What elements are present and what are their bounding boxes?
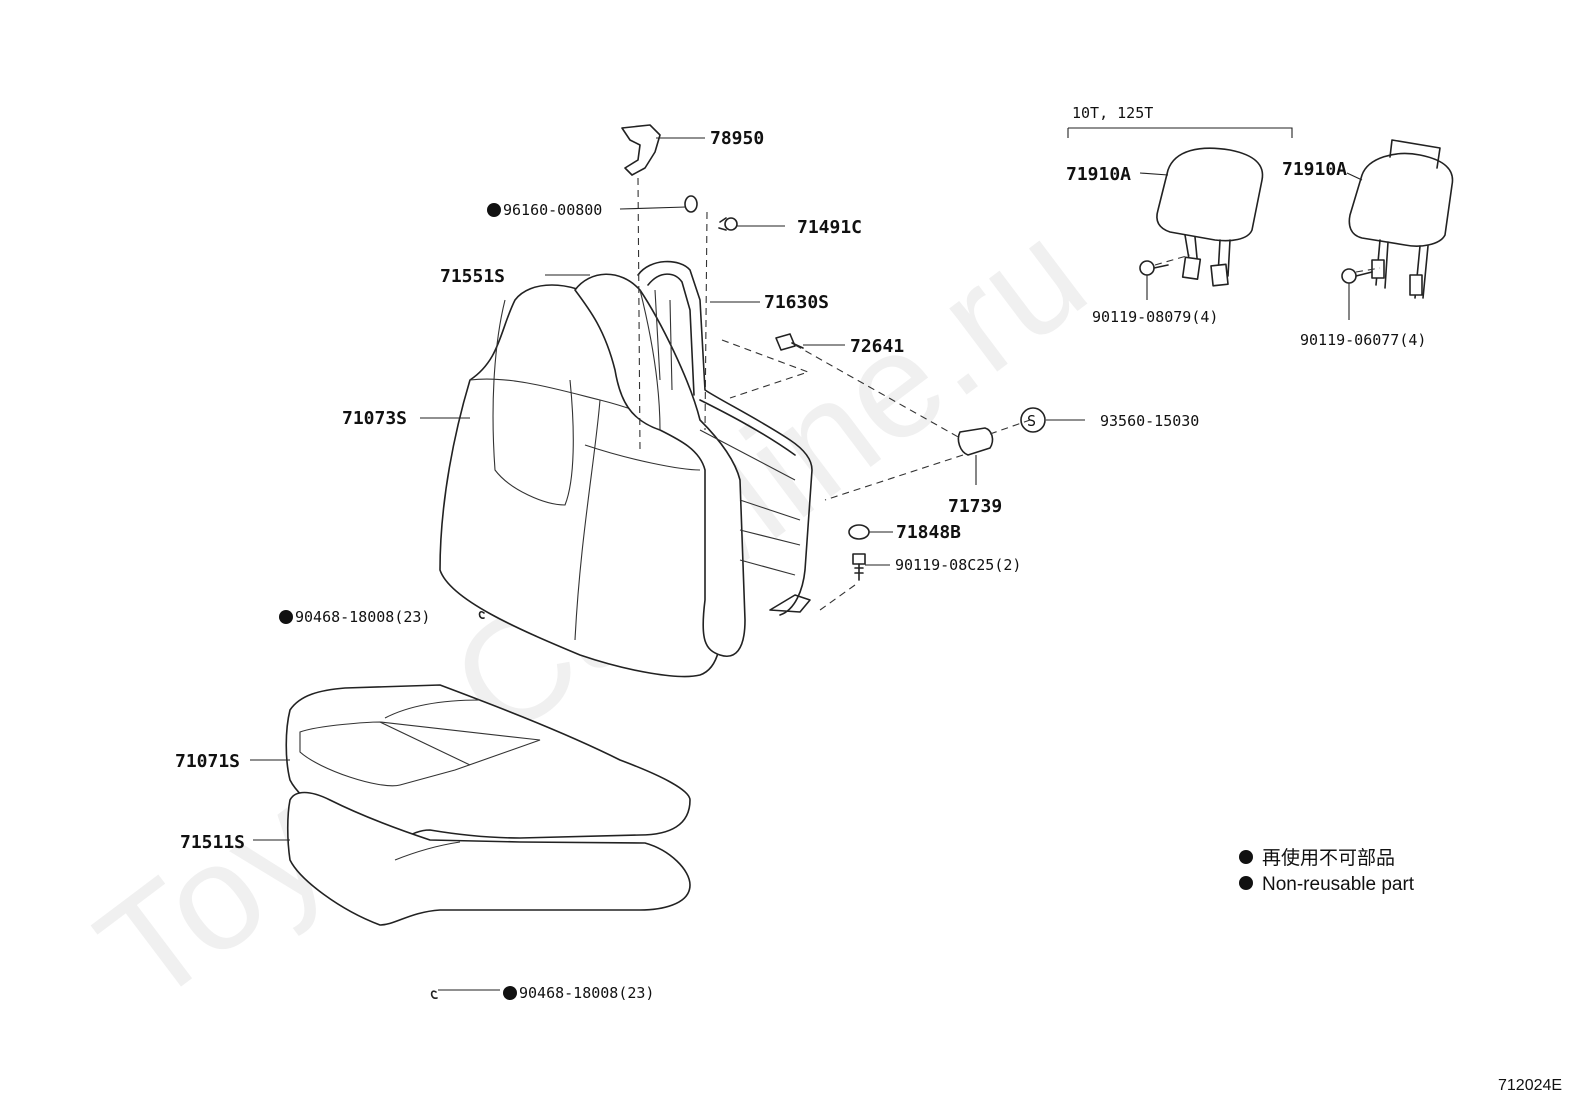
label-72641: 72641 [850, 336, 904, 357]
legend-en: Non-reusable part [1262, 874, 1415, 895]
legend-dot-jp [1239, 850, 1253, 864]
non-reusable-dot-90468-top [279, 610, 293, 624]
seatback-frame [637, 260, 813, 616]
cap-71848b [848, 524, 870, 540]
label-90119-08079: 90119-08079(4) [1092, 308, 1218, 326]
hook-78950 [621, 124, 661, 176]
bolt-90119-08c25 [852, 553, 866, 581]
label-96160-00800: 96160-00800 [503, 201, 602, 219]
pin-72641 [775, 333, 804, 351]
headrest-right [1348, 139, 1454, 299]
headrest-left [1156, 147, 1264, 287]
label-93560-15030: 93560-15030 [1100, 412, 1199, 430]
label-71910a-right: 71910A [1282, 159, 1347, 180]
label-71910a-left: 71910A [1066, 164, 1131, 185]
label-90468-top: 90468-18008(23) [295, 608, 430, 626]
hog-ring-bottom [430, 990, 438, 999]
label-90119-06077: 90119-06077(4) [1300, 331, 1426, 349]
legend: 再使用不可部品 Non-reusable part [1239, 847, 1415, 895]
legend-jp: 再使用不可部品 [1262, 847, 1395, 869]
label-71848b: 71848B [896, 522, 961, 543]
label-71071s: 71071S [175, 751, 240, 772]
s-marker-circle [1020, 407, 1046, 433]
label-90119-08c25: 90119-08C25(2) [895, 556, 1021, 574]
bolt-90119-06077 [1341, 268, 1373, 284]
legend-dot-en [1239, 876, 1253, 890]
label-71491c: 71491C [797, 217, 862, 238]
seatback-pad [574, 273, 746, 657]
hog-ring-top [478, 611, 485, 619]
label-71739: 71739 [948, 496, 1002, 517]
drawing-id: 712024E [1498, 1077, 1562, 1094]
ring-96160 [684, 195, 698, 213]
s-marker-text: S [1027, 412, 1036, 430]
non-reusable-dot-90468-bottom [503, 986, 517, 1000]
clip-71491c [718, 217, 738, 231]
assembly-lines [637, 177, 1381, 611]
label-71551s: 71551S [440, 266, 505, 287]
label-90468-bottom: 90468-18008(23) [519, 984, 654, 1002]
label-71511s: 71511S [180, 832, 245, 853]
label-71073s: 71073S [342, 408, 407, 429]
bolt-90119-08079 [1139, 260, 1169, 276]
label-71630s: 71630S [764, 292, 829, 313]
label-78950: 78950 [710, 128, 764, 149]
seat-cushion-pad [286, 791, 691, 926]
variant-note: 10T, 125T [1072, 104, 1153, 122]
leader-lines [250, 127, 1363, 991]
cover-71739 [957, 427, 994, 456]
non-reusable-dot-96160 [487, 203, 501, 217]
